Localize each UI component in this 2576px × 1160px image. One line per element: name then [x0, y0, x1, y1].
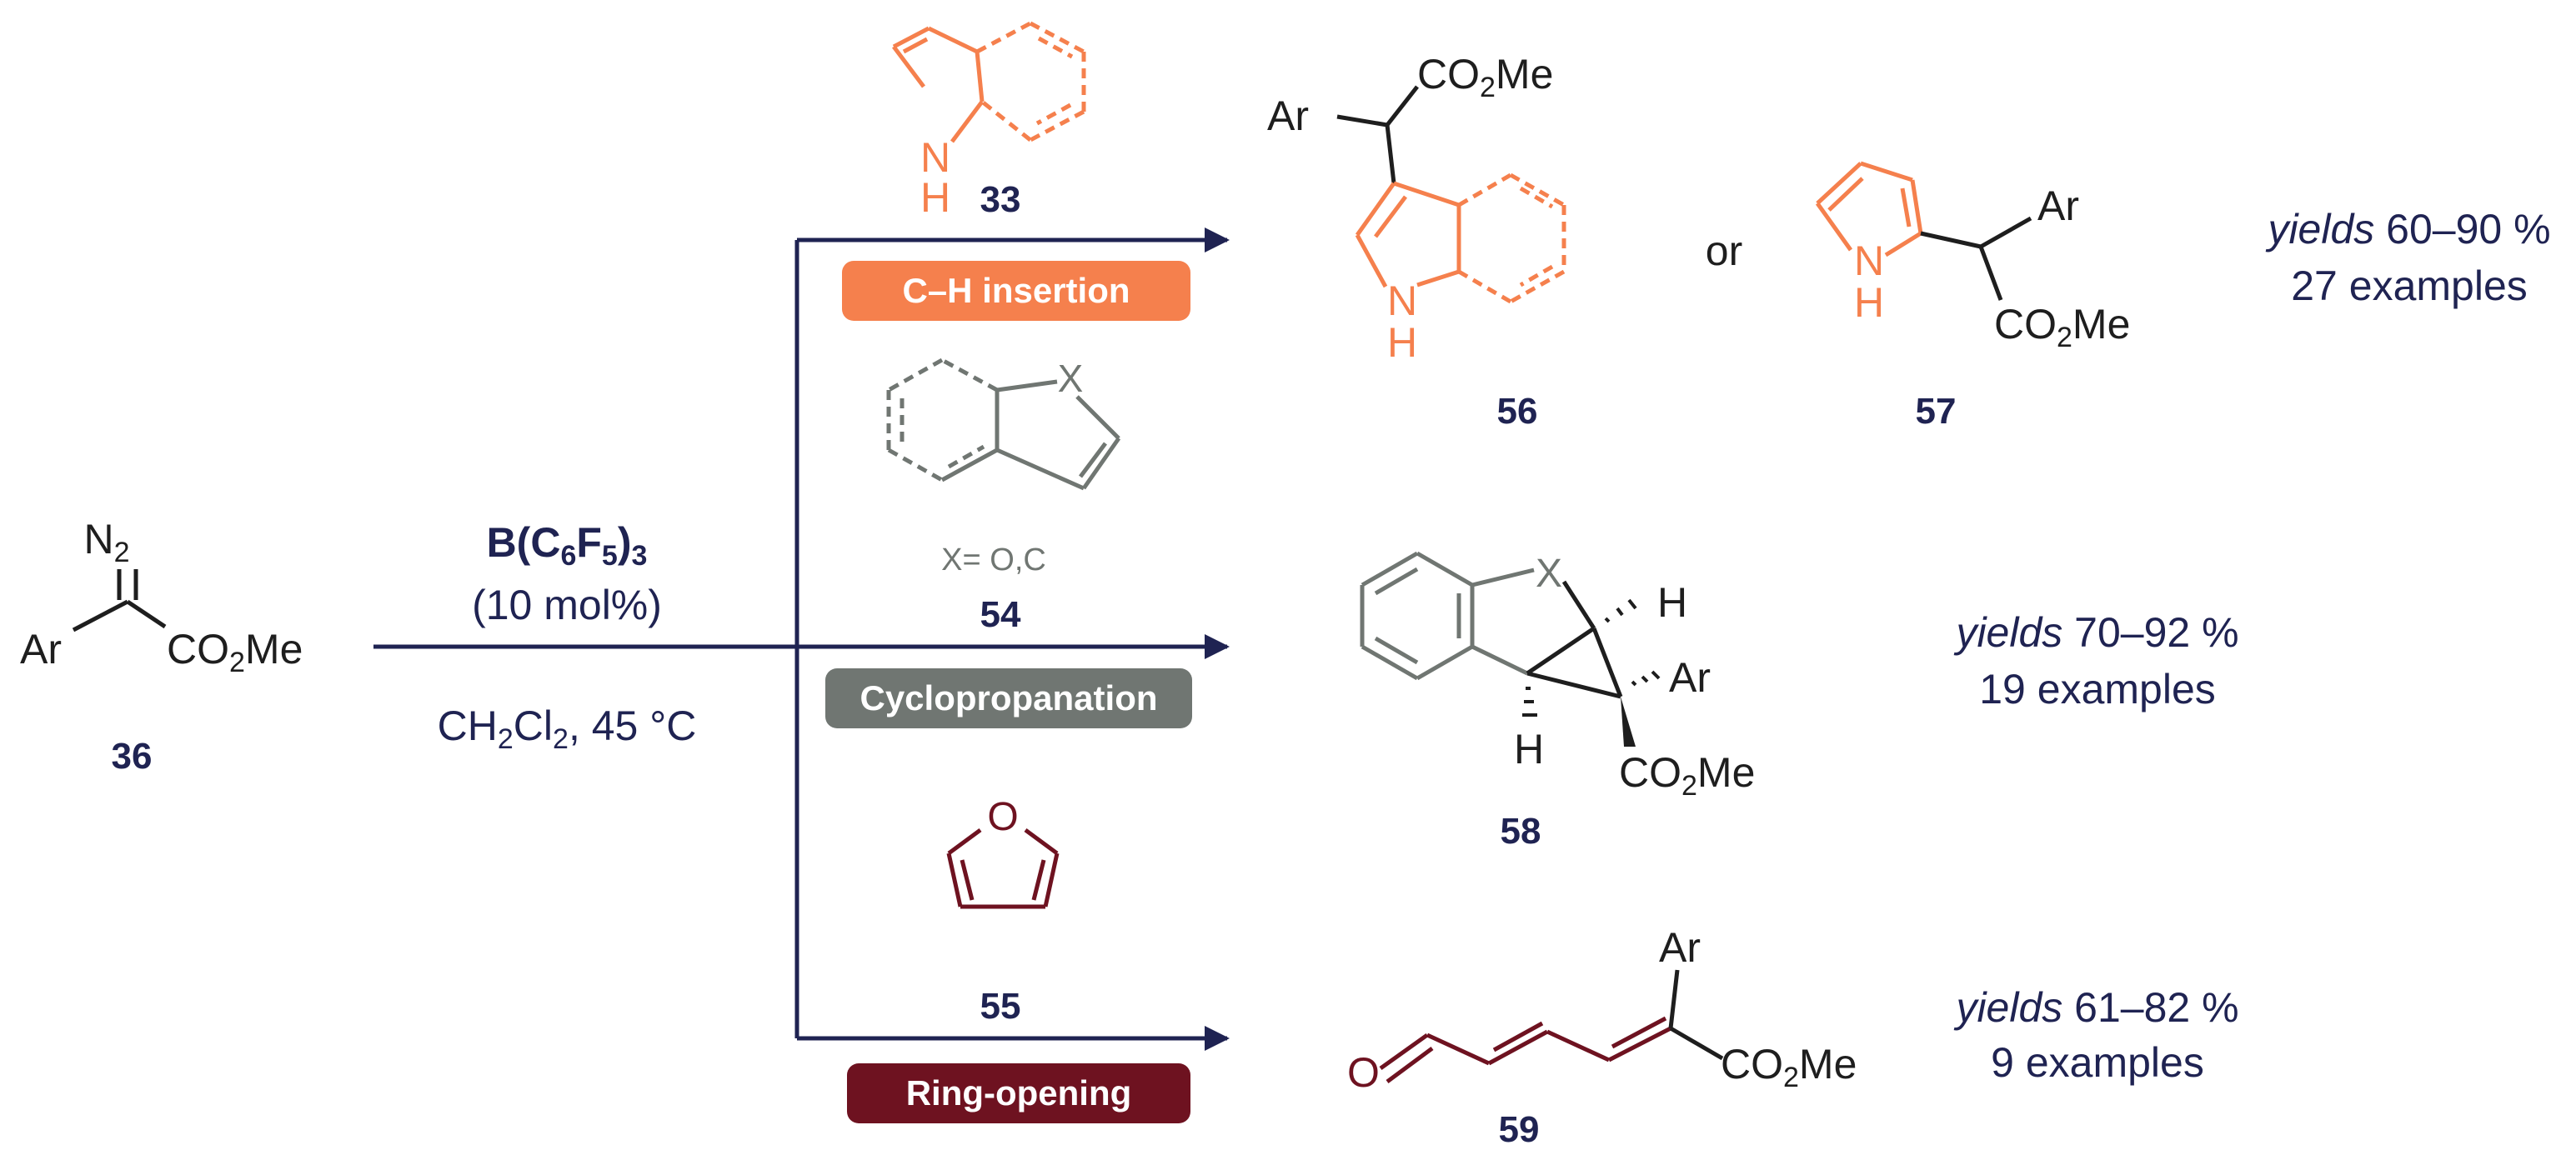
or-text: or	[1706, 228, 1742, 274]
compound-number-56: 56	[1497, 391, 1538, 432]
substrate-33-nh-n: N	[920, 134, 950, 181]
substrate-55-furan	[946, 828, 1060, 909]
svg-text:Cyclopropanation: Cyclopropanation	[860, 678, 1157, 718]
p58-ester: CO2Me	[1619, 749, 1755, 802]
substrate-54-benzo	[886, 358, 1121, 491]
p59-ester: CO2Me	[1721, 1041, 1857, 1093]
pathway-badge-ch-insertion: C–H insertion	[842, 261, 1190, 321]
yields-ch-insertion: yields 60–90 % 27 examples	[2265, 206, 2550, 309]
p58-wedge-bond	[1621, 697, 1636, 747]
product-56: Ar CO2Me N H 56	[1267, 51, 1566, 432]
compound-number-33: 33	[980, 179, 1021, 220]
p59-ar: Ar	[1659, 924, 1701, 971]
bond-c-ester	[126, 599, 167, 629]
yield-range: yields 70–92 %	[1953, 609, 2238, 656]
yields-cyclopropanation: yields 70–92 % 19 examples	[1953, 609, 2238, 712]
example-count: 19 examples	[1979, 666, 2216, 712]
p56-ester: CO2Me	[1417, 51, 1553, 103]
ar-label: Ar	[20, 626, 62, 672]
p57-ester: CO2Me	[1994, 301, 2130, 353]
pathway-badge-cyclopropanation: Cyclopropanation	[825, 668, 1192, 728]
catalyst-label: B(C6F5)3	[487, 519, 648, 572]
yields-ring-opening: yields 61–82 % 9 examples	[1953, 984, 2238, 1086]
p56-ar: Ar	[1267, 92, 1309, 139]
product-57: N H Ar CO2Me 57	[1815, 161, 2130, 432]
catalyst-loading: (10 mol%)	[472, 582, 662, 628]
p57-h: H	[1854, 279, 1884, 326]
substrate-55-o: O	[987, 795, 1018, 839]
p58-x: X	[1536, 552, 1562, 596]
svg-text:C–H insertion: C–H insertion	[902, 271, 1130, 310]
product-59: O Ar CO2Me 59	[1347, 924, 1857, 1150]
reaction-arrows	[373, 228, 1230, 1051]
yield-range: yields 60–90 %	[2265, 206, 2550, 252]
solvent-temperature: CH2Cl2, 45 °C	[438, 702, 697, 755]
ester-label: CO2Me	[167, 626, 303, 678]
p59-o: O	[1347, 1049, 1380, 1096]
product-58: X H H Ar CO2Me 58	[1360, 551, 1755, 852]
yield-range: yields 61–82 %	[1953, 984, 2238, 1031]
compound-number-54: 54	[980, 594, 1021, 635]
p57-n: N	[1854, 238, 1884, 284]
example-count: 9 examples	[1991, 1039, 2204, 1086]
compound-number-59: 59	[1499, 1109, 1540, 1150]
substrate-33-indole	[892, 21, 1086, 143]
compound-number-57: 57	[1916, 391, 1957, 432]
p56-n: N	[1387, 278, 1417, 324]
diazo-n2-label: N2	[83, 516, 129, 568]
p58-ar: Ar	[1669, 654, 1711, 701]
starting-material-36: N2 Ar CO2Me 36	[20, 516, 303, 777]
p58-h-bottom: H	[1514, 726, 1544, 772]
p58-h-top: H	[1657, 579, 1687, 626]
pathway-badge-ring-opening: Ring-opening	[847, 1063, 1190, 1123]
substrate-54-x: X	[1058, 357, 1084, 400]
p56-h: H	[1387, 319, 1417, 366]
compound-number-58: 58	[1501, 811, 1541, 852]
compound-number-36: 36	[112, 736, 153, 777]
reaction-conditions: B(C6F5)3 (10 mol%) CH2Cl2, 45 °C	[438, 519, 697, 755]
substrate-33-nh-h: H	[920, 174, 950, 221]
bond-c-ar	[72, 599, 129, 632]
example-count: 27 examples	[2291, 262, 2528, 309]
compound-number-55: 55	[980, 986, 1021, 1027]
p57-ar: Ar	[2037, 182, 2079, 229]
substrate-54-x-note: X= O,C	[941, 542, 1046, 578]
svg-text:Ring-opening: Ring-opening	[906, 1073, 1132, 1112]
